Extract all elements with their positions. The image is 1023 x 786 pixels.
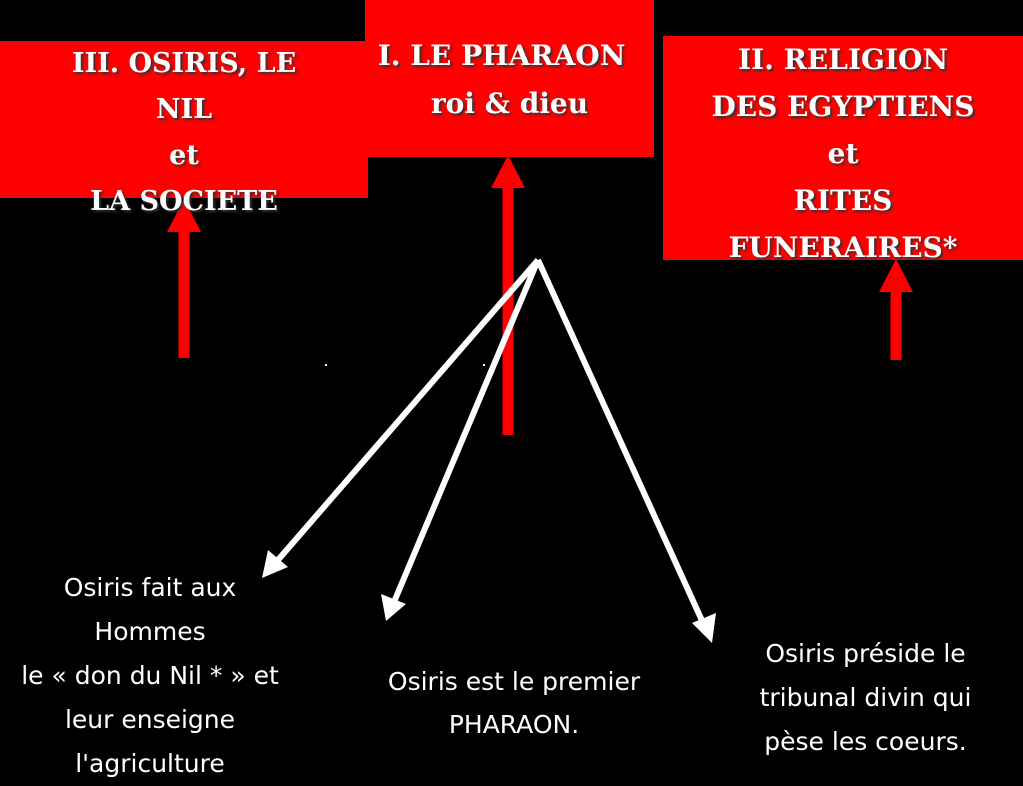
caption-line: Osiris est le premier [387,667,641,696]
red-arrow-middle [491,155,525,435]
religion-rites-box: II. RELIGION DES EGYPTIENS et RITES FUNE… [663,36,1023,264]
box-title-line: FUNERAIRES* [728,231,958,264]
speck [325,364,327,366]
box-title-line: I. LE PHARAON [377,39,626,72]
caption-line: leur enseigne [64,705,236,734]
caption-divine-tribunal: Osiris préside le tribunal divin qui pès… [733,632,998,764]
red-arrow-right [879,259,913,360]
box-title-line: roi & dieu [430,87,589,120]
caption-nil-gift: Osiris fait aux Hommes le « don du Nil *… [0,566,300,786]
box-title-line: RITES [793,184,893,217]
white-arrow-right [535,258,716,643]
box-title-line: II. RELIGION [737,43,949,76]
box-title-line: LA SOCIETE [90,186,278,217]
caption-line: Hommes [94,617,206,646]
white-arrow-middle [381,258,541,621]
box-title-line: III. OSIRIS, LE [71,48,297,79]
caption-line: pèse les coeurs. [764,727,967,756]
box-title-line: NIL [155,94,213,125]
speck [483,364,485,366]
caption-first-pharaoh: Osiris est le premier PHARAON. [360,660,668,746]
arrows-layer [167,155,913,643]
caption-line: le « don du Nil * » et [21,661,279,690]
caption-line: l'agriculture [75,749,225,778]
caption-line: PHARAON. [448,710,580,739]
caption-line: Osiris préside le [765,639,966,668]
osiris-nil-society-box: III. OSIRIS, LE NIL et LA SOCIETE [0,41,368,217]
pharaon-box: I. LE PHARAON roi & dieu [365,0,654,157]
caption-line: Osiris fait aux [63,573,237,602]
white-arrow-left [262,258,541,578]
box-title-line: et [169,140,199,171]
caption-line: tribunal divin qui [759,683,972,712]
box-title-line: DES EGYPTIENS [711,90,975,123]
box-title-line: et [827,137,859,170]
red-arrow-left [167,199,201,358]
